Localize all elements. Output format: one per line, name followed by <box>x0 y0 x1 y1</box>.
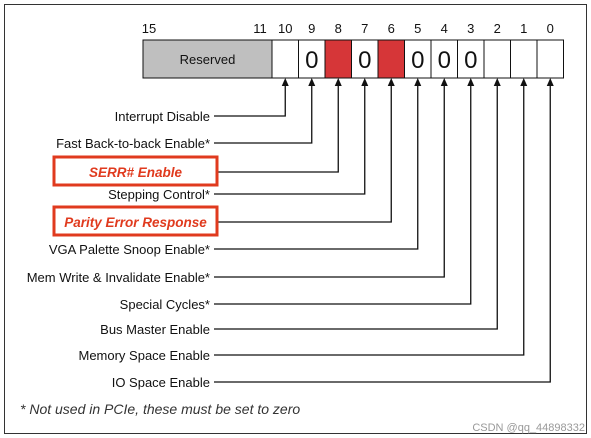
bit-number-5: 5 <box>414 21 421 36</box>
bit-cell-1 <box>510 39 538 79</box>
bit-value-7: 0 <box>358 47 371 74</box>
leader-line-bit-8 <box>218 86 339 173</box>
leader-line-bit-3 <box>214 86 472 305</box>
leader-line-bit-2 <box>214 86 498 330</box>
bit-cell-5 <box>404 39 432 79</box>
field-label-bit-0: IO Space Enable <box>112 375 210 390</box>
bit-value-5: 0 <box>411 47 424 74</box>
field-label-bit-7: Stepping Control* <box>108 187 210 202</box>
bit-number-6: 6 <box>388 21 395 36</box>
leader-line-bit-1 <box>214 86 525 356</box>
field-label-bit-2: Bus Master Enable <box>100 322 210 337</box>
bit-value-4: 0 <box>438 47 451 74</box>
arrowhead-bit-4 <box>440 78 448 86</box>
highlight-box-bit-8 <box>52 155 219 187</box>
arrowhead-bit-8 <box>334 78 342 86</box>
reserved-label: Reserved <box>180 52 236 67</box>
bit-cell-2 <box>483 39 511 79</box>
arrowhead-bit-1 <box>520 78 528 86</box>
leader-line-bit-0 <box>214 86 551 383</box>
leader-line-bit-9 <box>214 86 313 144</box>
bit-number-1: 1 <box>520 21 527 36</box>
bit-number-9: 9 <box>308 21 315 36</box>
arrowhead-bit-10 <box>281 78 289 86</box>
field-label-bit-3: Special Cycles* <box>120 297 210 312</box>
bit-number-0: 0 <box>547 21 554 36</box>
leader-line-bit-6 <box>218 86 392 223</box>
field-label-bit-6: Parity Error Response <box>64 215 207 230</box>
bit-number-4: 4 <box>441 21 448 36</box>
bit-cell-0 <box>536 39 564 79</box>
leader-line-bit-4 <box>214 86 445 278</box>
field-label-bit-8: SERR# Enable <box>89 165 183 180</box>
field-label-bit-9: Fast Back-to-back Enable* <box>56 136 210 151</box>
arrowhead-bit-7 <box>361 78 369 86</box>
arrowhead-bit-2 <box>493 78 501 86</box>
field-label-bit-10: Interrupt Disable <box>115 109 210 124</box>
footnote: * Not used in PCIe, these must be set to… <box>20 401 300 417</box>
leader-line-bit-5 <box>214 86 419 250</box>
bit-number-3: 3 <box>467 21 474 36</box>
leader-lines <box>214 78 554 383</box>
bit-value-9: 0 <box>305 47 318 74</box>
bit-cell-6 <box>377 39 405 79</box>
bit-number-7: 7 <box>361 21 368 36</box>
bit-cell-10 <box>271 39 299 79</box>
arrowhead-bit-3 <box>467 78 475 86</box>
leader-line-bit-7 <box>214 86 366 195</box>
bit-cell-8 <box>324 39 352 79</box>
arrowhead-bit-9 <box>308 78 316 86</box>
bit-number-2: 2 <box>494 21 501 36</box>
bit-number-15: 15 <box>142 21 156 36</box>
watermark: CSDN @qq_44898332 <box>472 422 585 434</box>
leader-line-bit-10 <box>214 86 286 117</box>
bit-number-10: 10 <box>278 21 292 36</box>
reserved-field <box>142 39 273 79</box>
bit-number-11: 11 <box>253 21 267 36</box>
arrowhead-bit-6 <box>387 78 395 86</box>
field-label-bit-4: Mem Write & Invalidate Enable* <box>27 270 210 285</box>
bit-number-8: 8 <box>335 21 342 36</box>
bit-value-3: 0 <box>464 47 477 74</box>
arrowhead-bit-5 <box>414 78 422 86</box>
field-label-bit-5: VGA Palette Snoop Enable* <box>49 242 210 257</box>
bit-cell-3 <box>457 39 485 79</box>
highlight-box-bit-6 <box>52 205 219 237</box>
arrowhead-bit-0 <box>546 78 554 86</box>
field-label-bit-1: Memory Space Enable <box>78 348 210 363</box>
diagram-frame <box>4 4 587 434</box>
